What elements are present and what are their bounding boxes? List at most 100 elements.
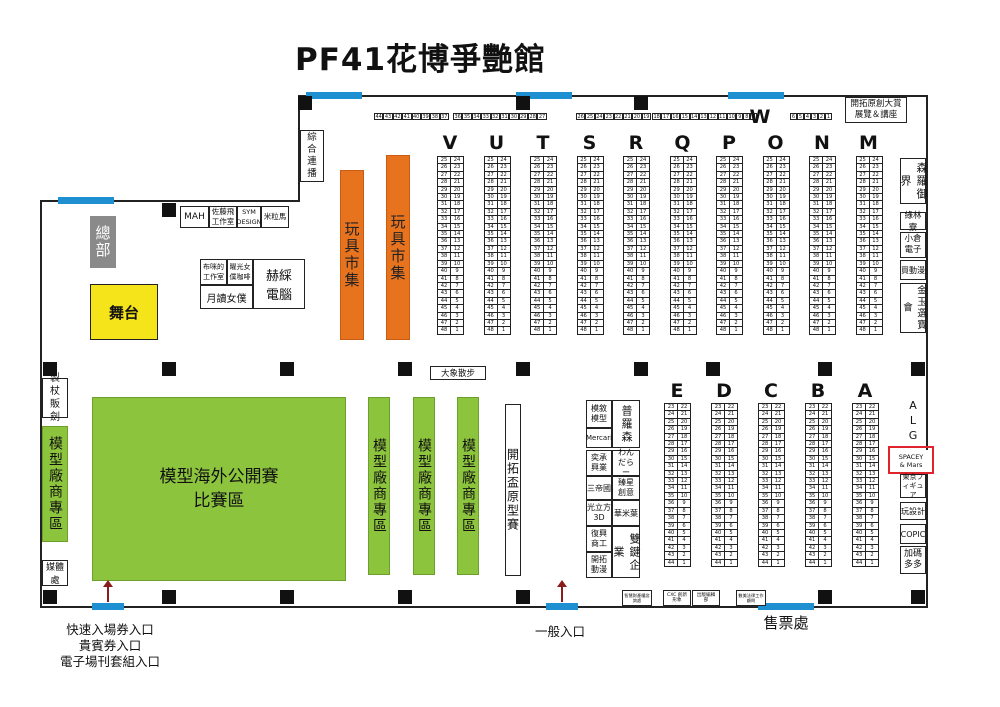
booth-cell[interactable]: 29 <box>530 185 544 195</box>
booth-cell[interactable]: 38 <box>716 252 730 261</box>
booth-cell[interactable]: 25 <box>664 417 678 427</box>
booth-cell[interactable]: 36 <box>716 237 730 246</box>
zone-model-contest[interactable]: 模型海外公開賽比賽區 <box>92 397 346 581</box>
booth-cell[interactable]: 31 <box>499 113 510 120</box>
booth-cell[interactable]: 3 <box>771 543 785 553</box>
booth-cell[interactable]: 39 <box>664 521 678 530</box>
booth-sym[interactable]: SYM DESIGN <box>236 206 262 228</box>
booth-cell[interactable]: 18 <box>652 113 662 120</box>
booth-cell[interactable]: 48 <box>623 326 637 335</box>
booth-cell[interactable]: 30 <box>809 193 823 202</box>
booth-cell[interactable]: 33 <box>481 113 491 120</box>
booth-cell[interactable]: 15 <box>543 222 557 232</box>
booth-cell[interactable]: 44 <box>530 296 544 306</box>
booth-cell[interactable]: 41 <box>530 274 544 283</box>
booth-cell[interactable]: 20 <box>450 185 464 195</box>
booth-cell[interactable]: 16 <box>822 215 836 224</box>
booth-cell[interactable]: 7 <box>775 281 790 291</box>
booth-cell[interactable]: 47 <box>530 318 544 328</box>
booth-cell[interactable]: 32 <box>530 207 544 217</box>
booth-cell[interactable]: 38 <box>762 252 777 261</box>
booth-cell[interactable]: 7 <box>822 281 836 291</box>
booth-cell[interactable]: 29 <box>437 185 451 195</box>
booth-cell[interactable]: 6 <box>790 113 797 120</box>
booth-cell[interactable]: 44 <box>762 296 777 306</box>
booth-cell[interactable]: 13 <box>543 237 557 246</box>
booth-cell[interactable]: 22 <box>822 170 836 180</box>
booth-cell[interactable]: 17 <box>818 440 832 449</box>
booth-cell[interactable]: 36 <box>711 499 725 508</box>
door-general-entrance[interactable] <box>546 603 578 610</box>
booth-cell[interactable]: 40 <box>852 528 866 538</box>
booth-cell[interactable]: 45 <box>855 304 870 313</box>
booth-cell[interactable]: 33 <box>664 477 678 486</box>
booth-cell[interactable]: 20 <box>682 185 697 195</box>
booth-cell[interactable]: 2 <box>771 551 785 560</box>
booth-cell[interactable]: 8 <box>868 274 883 283</box>
booth-cell[interactable]: 10 <box>865 491 879 501</box>
booth-cell[interactable]: 37 <box>711 506 725 516</box>
booth-cell[interactable]: 44 <box>437 296 451 306</box>
booth-cell[interactable]: 14 <box>496 230 511 239</box>
booth-cell[interactable]: 46 <box>437 311 451 320</box>
booth-cell[interactable]: 12 <box>636 244 650 254</box>
booth-cell[interactable]: 7 <box>450 281 464 291</box>
booth-cell[interactable]: 40 <box>530 267 544 276</box>
booth-cell[interactable]: 47 <box>576 318 591 328</box>
booth-cell[interactable]: 12 <box>724 477 738 486</box>
booth-cell[interactable]: 12 <box>822 244 836 254</box>
booth-cell[interactable]: 40 <box>576 267 591 276</box>
booth-cell[interactable]: 5 <box>729 296 743 306</box>
booth-cell[interactable]: 20 <box>865 417 879 427</box>
booth-cell[interactable]: 18 <box>775 200 790 209</box>
booth-cell[interactable]: 37 <box>716 244 730 254</box>
zone-kaito-exhibit[interactable]: 開拓原創大賞展覽＆講座 <box>845 97 907 123</box>
booth-cell[interactable]: 24 <box>852 410 866 419</box>
booth-cell[interactable]: 4 <box>771 536 785 545</box>
booth-cell[interactable]: 27 <box>537 113 547 120</box>
booth-cell[interactable]: 29 <box>762 185 777 195</box>
booth-cell[interactable]: 32 <box>437 207 451 217</box>
booth-cell[interactable]: 47 <box>809 318 823 328</box>
booth-cell[interactable]: 17 <box>868 207 883 217</box>
booth-cell[interactable]: 10 <box>450 259 464 269</box>
booth-cell[interactable]: 10 <box>589 259 604 269</box>
booth-cell[interactable]: 29 <box>805 447 819 456</box>
booth-cell[interactable]: 35 <box>762 230 777 239</box>
booth-cell[interactable]: 6 <box>496 289 511 298</box>
booth-cell[interactable]: 39 <box>855 259 870 269</box>
booth-cell[interactable]: 25 <box>669 155 684 165</box>
booth-cell[interactable]: 31 <box>576 200 591 209</box>
booth-cell[interactable]: 32 <box>669 207 684 217</box>
booth-cell[interactable]: 2 <box>677 551 691 560</box>
booth-cell[interactable]: 30 <box>669 193 684 202</box>
booth-cell[interactable]: 14 <box>689 113 699 120</box>
booth-cell[interactable]: 41 <box>483 274 498 283</box>
booth-cell[interactable]: 5 <box>589 296 604 306</box>
booth-cell[interactable]: 11 <box>868 252 883 261</box>
booth-cell[interactable]: 14 <box>636 230 650 239</box>
booth-cell[interactable]: 28 <box>711 440 725 449</box>
booth-cell[interactable]: 40 <box>483 267 498 276</box>
booth-cell[interactable]: 8 <box>724 506 738 516</box>
booth-cell[interactable]: 8 <box>775 274 790 283</box>
booth-cell[interactable]: 42 <box>758 543 772 553</box>
booth-cell[interactable]: 41 <box>402 113 412 120</box>
booth-cell[interactable]: 2 <box>822 318 836 328</box>
booth-cell[interactable]: 32 <box>490 113 500 120</box>
booth-cell[interactable]: 7 <box>729 281 743 291</box>
booth-cell[interactable]: 8 <box>543 274 557 283</box>
booth-cell[interactable]: 24 <box>636 155 650 165</box>
booth-cell[interactable]: 28 <box>809 178 823 187</box>
booth-cell[interactable]: 37 <box>805 506 819 516</box>
booth-cell[interactable]: 7 <box>636 281 650 291</box>
booth-cell[interactable]: 21 <box>543 178 557 187</box>
booth-cell[interactable]: 37 <box>762 244 777 254</box>
booth-cell[interactable]: 36 <box>762 237 777 246</box>
booth-cell[interactable]: 24 <box>594 113 605 120</box>
zone-model-vendor-3[interactable]: 模型廠商專區 <box>457 397 479 575</box>
booth-cell[interactable]: 10 <box>822 259 836 269</box>
booth-cell[interactable]: 8 <box>450 274 464 283</box>
booth-cell[interactable]: 42 <box>805 543 819 553</box>
booth-cell[interactable]: 14 <box>818 462 832 471</box>
